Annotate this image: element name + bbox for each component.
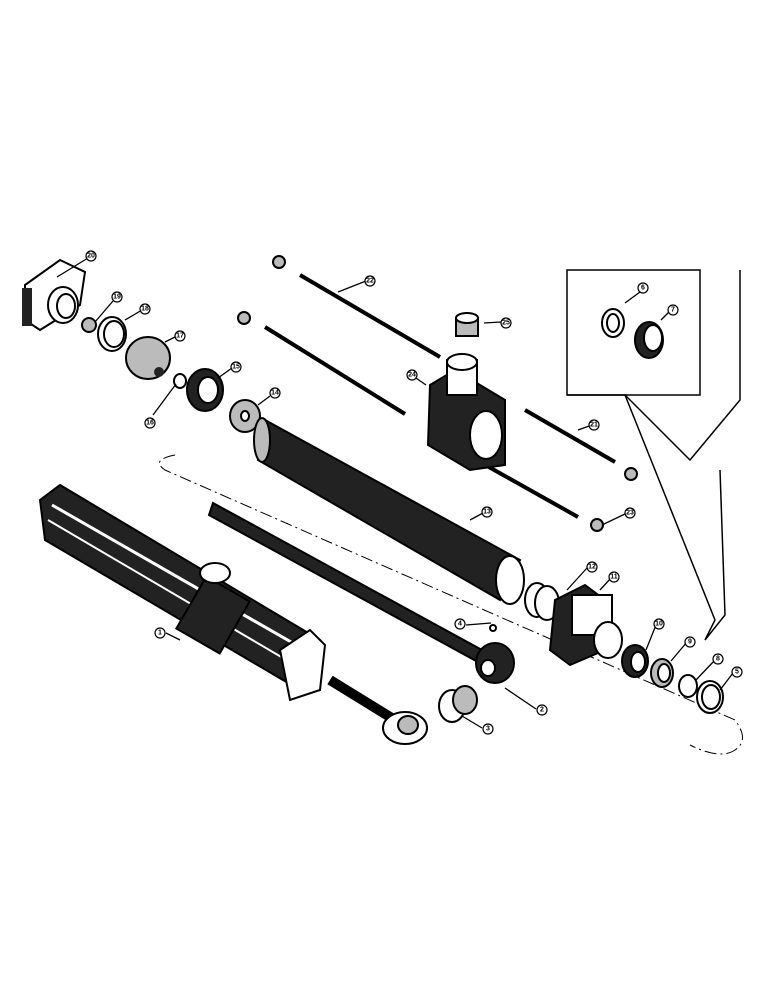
callout-label: 22 xyxy=(366,278,374,285)
callout-17: 17 xyxy=(174,330,186,342)
part-13-barrel xyxy=(253,417,525,605)
callout-23: 23 xyxy=(624,507,636,519)
part-22-tie-rod xyxy=(298,273,442,359)
part-21-tie-rod xyxy=(523,408,617,464)
callout-label: 21 xyxy=(590,422,598,429)
part-18-ring xyxy=(97,316,127,352)
callout-label: 11 xyxy=(610,574,618,581)
callout-3: 3 xyxy=(482,723,494,735)
tie-rod xyxy=(479,460,579,519)
nut-21 xyxy=(624,467,638,481)
callout-label: 15 xyxy=(232,364,240,371)
callout-label: 13 xyxy=(483,509,491,516)
callout-label: 24 xyxy=(408,372,416,379)
callout-18: 18 xyxy=(139,303,151,315)
callout-label: 1 xyxy=(158,630,162,637)
callout-6: 6 xyxy=(637,282,649,294)
callout-label: 25 xyxy=(502,320,510,327)
callout-4: 4 xyxy=(454,618,466,630)
callout-1: 1 xyxy=(154,627,166,639)
part-20-end-cap xyxy=(22,258,87,332)
callout-7: 7 xyxy=(667,304,679,316)
callout-22: 22 xyxy=(364,275,376,287)
callout-11: 11 xyxy=(608,571,620,583)
part-23-nut xyxy=(590,518,604,532)
part-10-packing xyxy=(621,644,649,678)
callout-19: 19 xyxy=(111,291,123,303)
part-3-bushing xyxy=(438,685,478,723)
callout-label: 5 xyxy=(735,669,739,676)
part-19-nut xyxy=(81,317,97,333)
part-15-packing xyxy=(186,368,224,412)
callout-label: 12 xyxy=(588,564,596,571)
part-14-washer xyxy=(229,399,261,433)
callout-label: 19 xyxy=(113,294,121,301)
part-2-piston-rod xyxy=(207,501,515,684)
part-4-grease-fitting xyxy=(489,624,497,632)
callout-label: 2 xyxy=(540,707,544,714)
leader-lines xyxy=(56,257,734,729)
inset-arrow xyxy=(624,394,726,641)
callout-label: 6 xyxy=(641,285,645,292)
callout-label: 16 xyxy=(146,420,154,427)
callout-13: 13 xyxy=(481,506,493,518)
part-9-washer xyxy=(650,658,674,688)
callout-24: 24 xyxy=(406,369,418,381)
callout-15: 15 xyxy=(230,361,242,373)
callout-8: 8 xyxy=(712,653,724,665)
tie-rod xyxy=(263,325,407,416)
nut-tie-rod xyxy=(237,311,251,325)
callout-2: 2 xyxy=(536,704,548,716)
nut-22 xyxy=(272,255,286,269)
callout-9: 9 xyxy=(684,636,696,648)
part-17-piston xyxy=(125,336,171,380)
part-25-bushing xyxy=(455,312,479,337)
callout-21: 21 xyxy=(588,419,600,431)
callout-label: 8 xyxy=(716,656,720,663)
callout-label: 14 xyxy=(271,390,279,397)
callout-label: 7 xyxy=(671,307,675,314)
callout-label: 18 xyxy=(141,306,149,313)
callout-14: 14 xyxy=(269,387,281,399)
callout-5: 5 xyxy=(731,666,743,678)
callout-label: 10 xyxy=(655,621,663,628)
callout-label: 20 xyxy=(87,253,95,260)
callout-20: 20 xyxy=(85,250,97,262)
inset-box xyxy=(566,269,741,641)
callout-12: 12 xyxy=(586,561,598,573)
part-5-wiper xyxy=(696,680,724,714)
callout-label: 17 xyxy=(176,333,184,340)
callout-label: 9 xyxy=(688,639,692,646)
callout-16: 16 xyxy=(144,417,156,429)
callout-10: 10 xyxy=(653,618,665,630)
part-1-assembled-cylinder xyxy=(38,483,428,745)
part-16-o-ring xyxy=(173,373,187,389)
assembly-boundary-line xyxy=(158,454,743,755)
callout-25: 25 xyxy=(500,317,512,329)
callout-label: 4 xyxy=(458,621,462,628)
part-11-head xyxy=(548,583,623,667)
callout-label: 23 xyxy=(626,510,634,517)
part-8-seal xyxy=(678,674,698,698)
part-24-trunnion xyxy=(426,353,506,472)
callout-label: 3 xyxy=(486,726,490,733)
